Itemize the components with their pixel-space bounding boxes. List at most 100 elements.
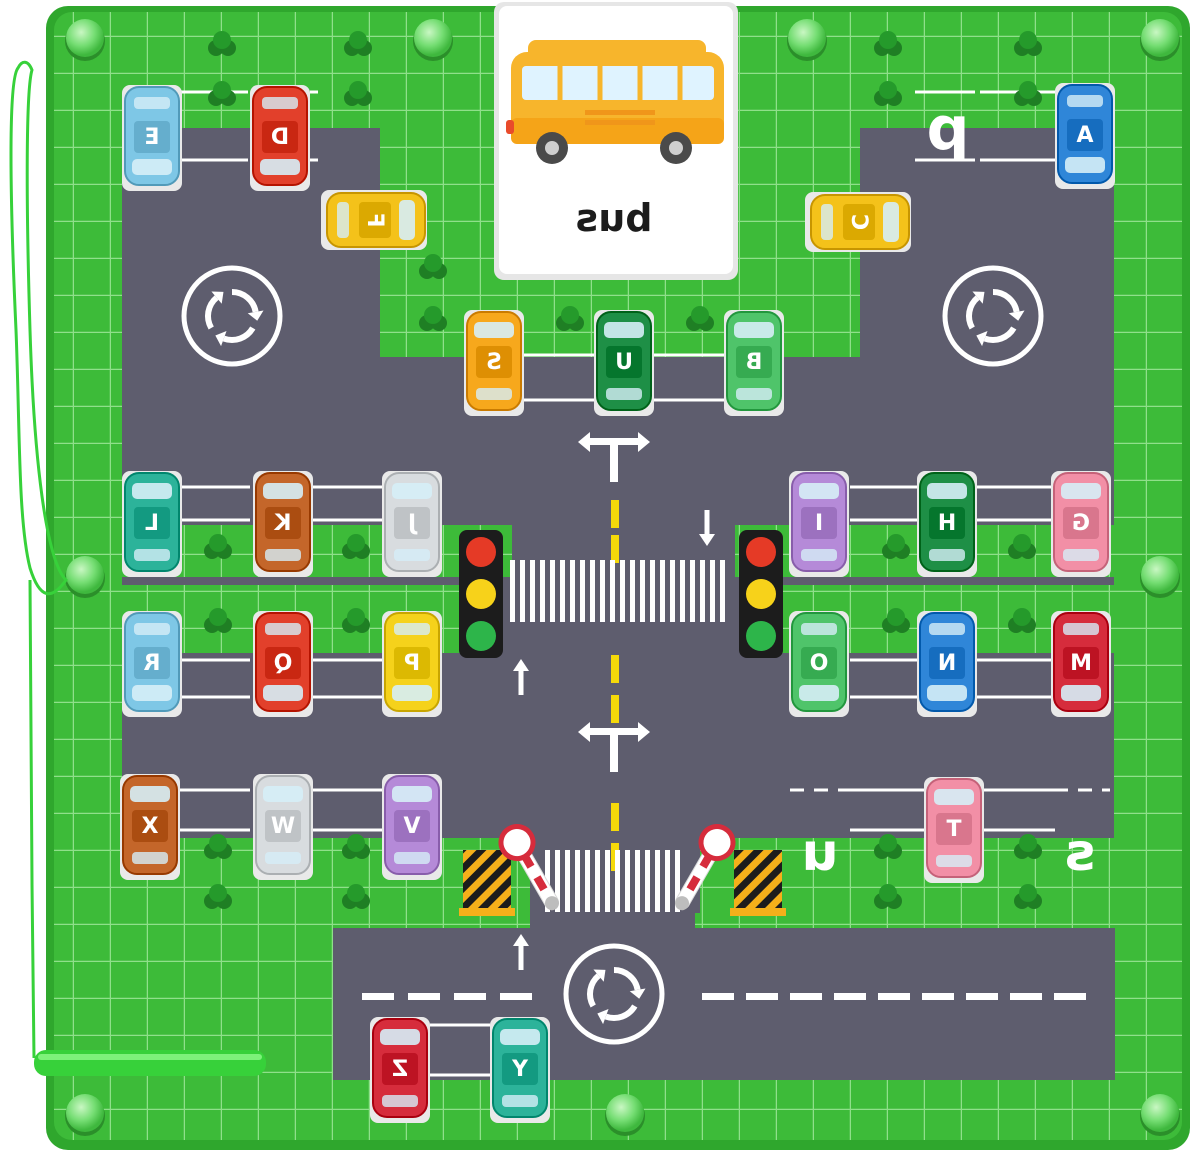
- peg: [1141, 19, 1179, 57]
- tree: [204, 534, 232, 559]
- car-c[interactable]: C: [805, 192, 911, 252]
- car-letter: C: [846, 214, 871, 230]
- car-a[interactable]: A: [1055, 83, 1115, 189]
- empty-parking-slot: u: [801, 823, 838, 883]
- lane-markings: [362, 500, 1086, 1000]
- barrier-gate-icon: [498, 824, 559, 911]
- tree: [874, 884, 902, 909]
- peg: [66, 1094, 104, 1132]
- tree: [344, 81, 372, 106]
- peg: [606, 1094, 644, 1132]
- tree: [874, 81, 902, 106]
- car-letter: X: [141, 814, 158, 839]
- car-e[interactable]: E: [122, 85, 182, 191]
- tree: [1008, 608, 1036, 633]
- up-arrow-icon: [513, 934, 529, 970]
- car-letter: Z: [392, 1057, 408, 1082]
- lane-dash: [611, 655, 619, 683]
- car-letter: F: [362, 212, 387, 227]
- tree: [419, 306, 447, 331]
- car-letter: H: [938, 511, 956, 536]
- car-y[interactable]: Y: [490, 1017, 550, 1123]
- peg: [414, 19, 452, 57]
- crosswalks: [510, 560, 725, 912]
- up-arrow-icon: [513, 659, 529, 695]
- tree: [342, 608, 370, 633]
- barrier-block: [459, 850, 515, 916]
- tree: [882, 608, 910, 633]
- tree: [882, 534, 910, 559]
- pen-handle[interactable]: [34, 1050, 266, 1076]
- car-k[interactable]: K: [253, 471, 313, 577]
- car-z[interactable]: Z: [370, 1017, 430, 1123]
- car-l[interactable]: L: [122, 471, 182, 577]
- car-f[interactable]: F: [321, 190, 427, 250]
- car-g[interactable]: G: [1051, 471, 1111, 577]
- slot-letter: s: [1065, 823, 1096, 883]
- car-j[interactable]: J: [382, 471, 442, 577]
- tree: [1014, 884, 1042, 909]
- car-letter: K: [274, 511, 292, 536]
- car-letter: S: [486, 350, 502, 375]
- car-o[interactable]: O: [789, 611, 849, 717]
- car-letter: D: [271, 125, 289, 150]
- car-u[interactable]: U: [594, 310, 654, 416]
- car-d[interactable]: D: [250, 85, 310, 191]
- car-b[interactable]: B: [724, 310, 784, 416]
- pen-string: [9, 60, 68, 596]
- down-arrow-icon: [699, 510, 715, 546]
- car-letter: V: [403, 814, 420, 839]
- car-m[interactable]: M: [1051, 611, 1111, 717]
- car-letter: I: [815, 511, 823, 536]
- tree: [686, 306, 714, 331]
- car-letter: O: [810, 651, 829, 676]
- straight-left-right-arrow-icon: [578, 722, 650, 772]
- car-letter: Y: [511, 1057, 529, 1082]
- barrier-block: [730, 850, 786, 916]
- car-letter: U: [615, 350, 633, 375]
- car-letter: G: [1072, 511, 1090, 536]
- tree: [874, 31, 902, 56]
- tree: [342, 534, 370, 559]
- lane-dash: [611, 500, 619, 528]
- island-left-top: [122, 525, 512, 577]
- car-letter: J: [408, 511, 418, 536]
- peg: [1141, 556, 1179, 594]
- peg: [1141, 1094, 1179, 1132]
- car-letter: A: [1076, 123, 1093, 148]
- card-word: bus: [576, 196, 653, 240]
- car-s[interactable]: S: [464, 310, 524, 416]
- car-t[interactable]: T: [924, 777, 984, 883]
- car-n[interactable]: N: [917, 611, 977, 717]
- car-v[interactable]: V: [382, 774, 442, 880]
- roundabout-icon: [563, 943, 665, 1045]
- car-p[interactable]: P: [382, 611, 442, 717]
- car-letter: B: [746, 350, 763, 375]
- car-i[interactable]: I: [789, 471, 849, 577]
- car-w[interactable]: W: [253, 774, 313, 880]
- car-letter: E: [144, 125, 159, 150]
- island-bottom-left: [122, 838, 530, 913]
- pen-string-lower: [28, 579, 36, 1059]
- car-letter: M: [1070, 651, 1092, 676]
- tree: [342, 884, 370, 909]
- peg: [66, 556, 104, 594]
- straight-left-right-arrow-icon: [578, 432, 650, 482]
- lane-dash: [611, 803, 619, 831]
- car-r[interactable]: R: [122, 611, 182, 717]
- picture-card: bus: [494, 2, 738, 280]
- lane-dash: [611, 535, 619, 563]
- peg: [788, 19, 826, 57]
- car-letter: Q: [274, 651, 293, 676]
- magnetic-pen[interactable]: [9, 60, 266, 1076]
- car-q[interactable]: Q: [253, 611, 313, 717]
- slot-letter: p: [927, 94, 970, 164]
- car-h[interactable]: H: [917, 471, 977, 577]
- car-x[interactable]: X: [120, 774, 180, 880]
- tree: [1008, 534, 1036, 559]
- tree: [204, 884, 232, 909]
- tree: [556, 306, 584, 331]
- tree: [204, 608, 232, 633]
- traffic-light-icon: [739, 530, 783, 658]
